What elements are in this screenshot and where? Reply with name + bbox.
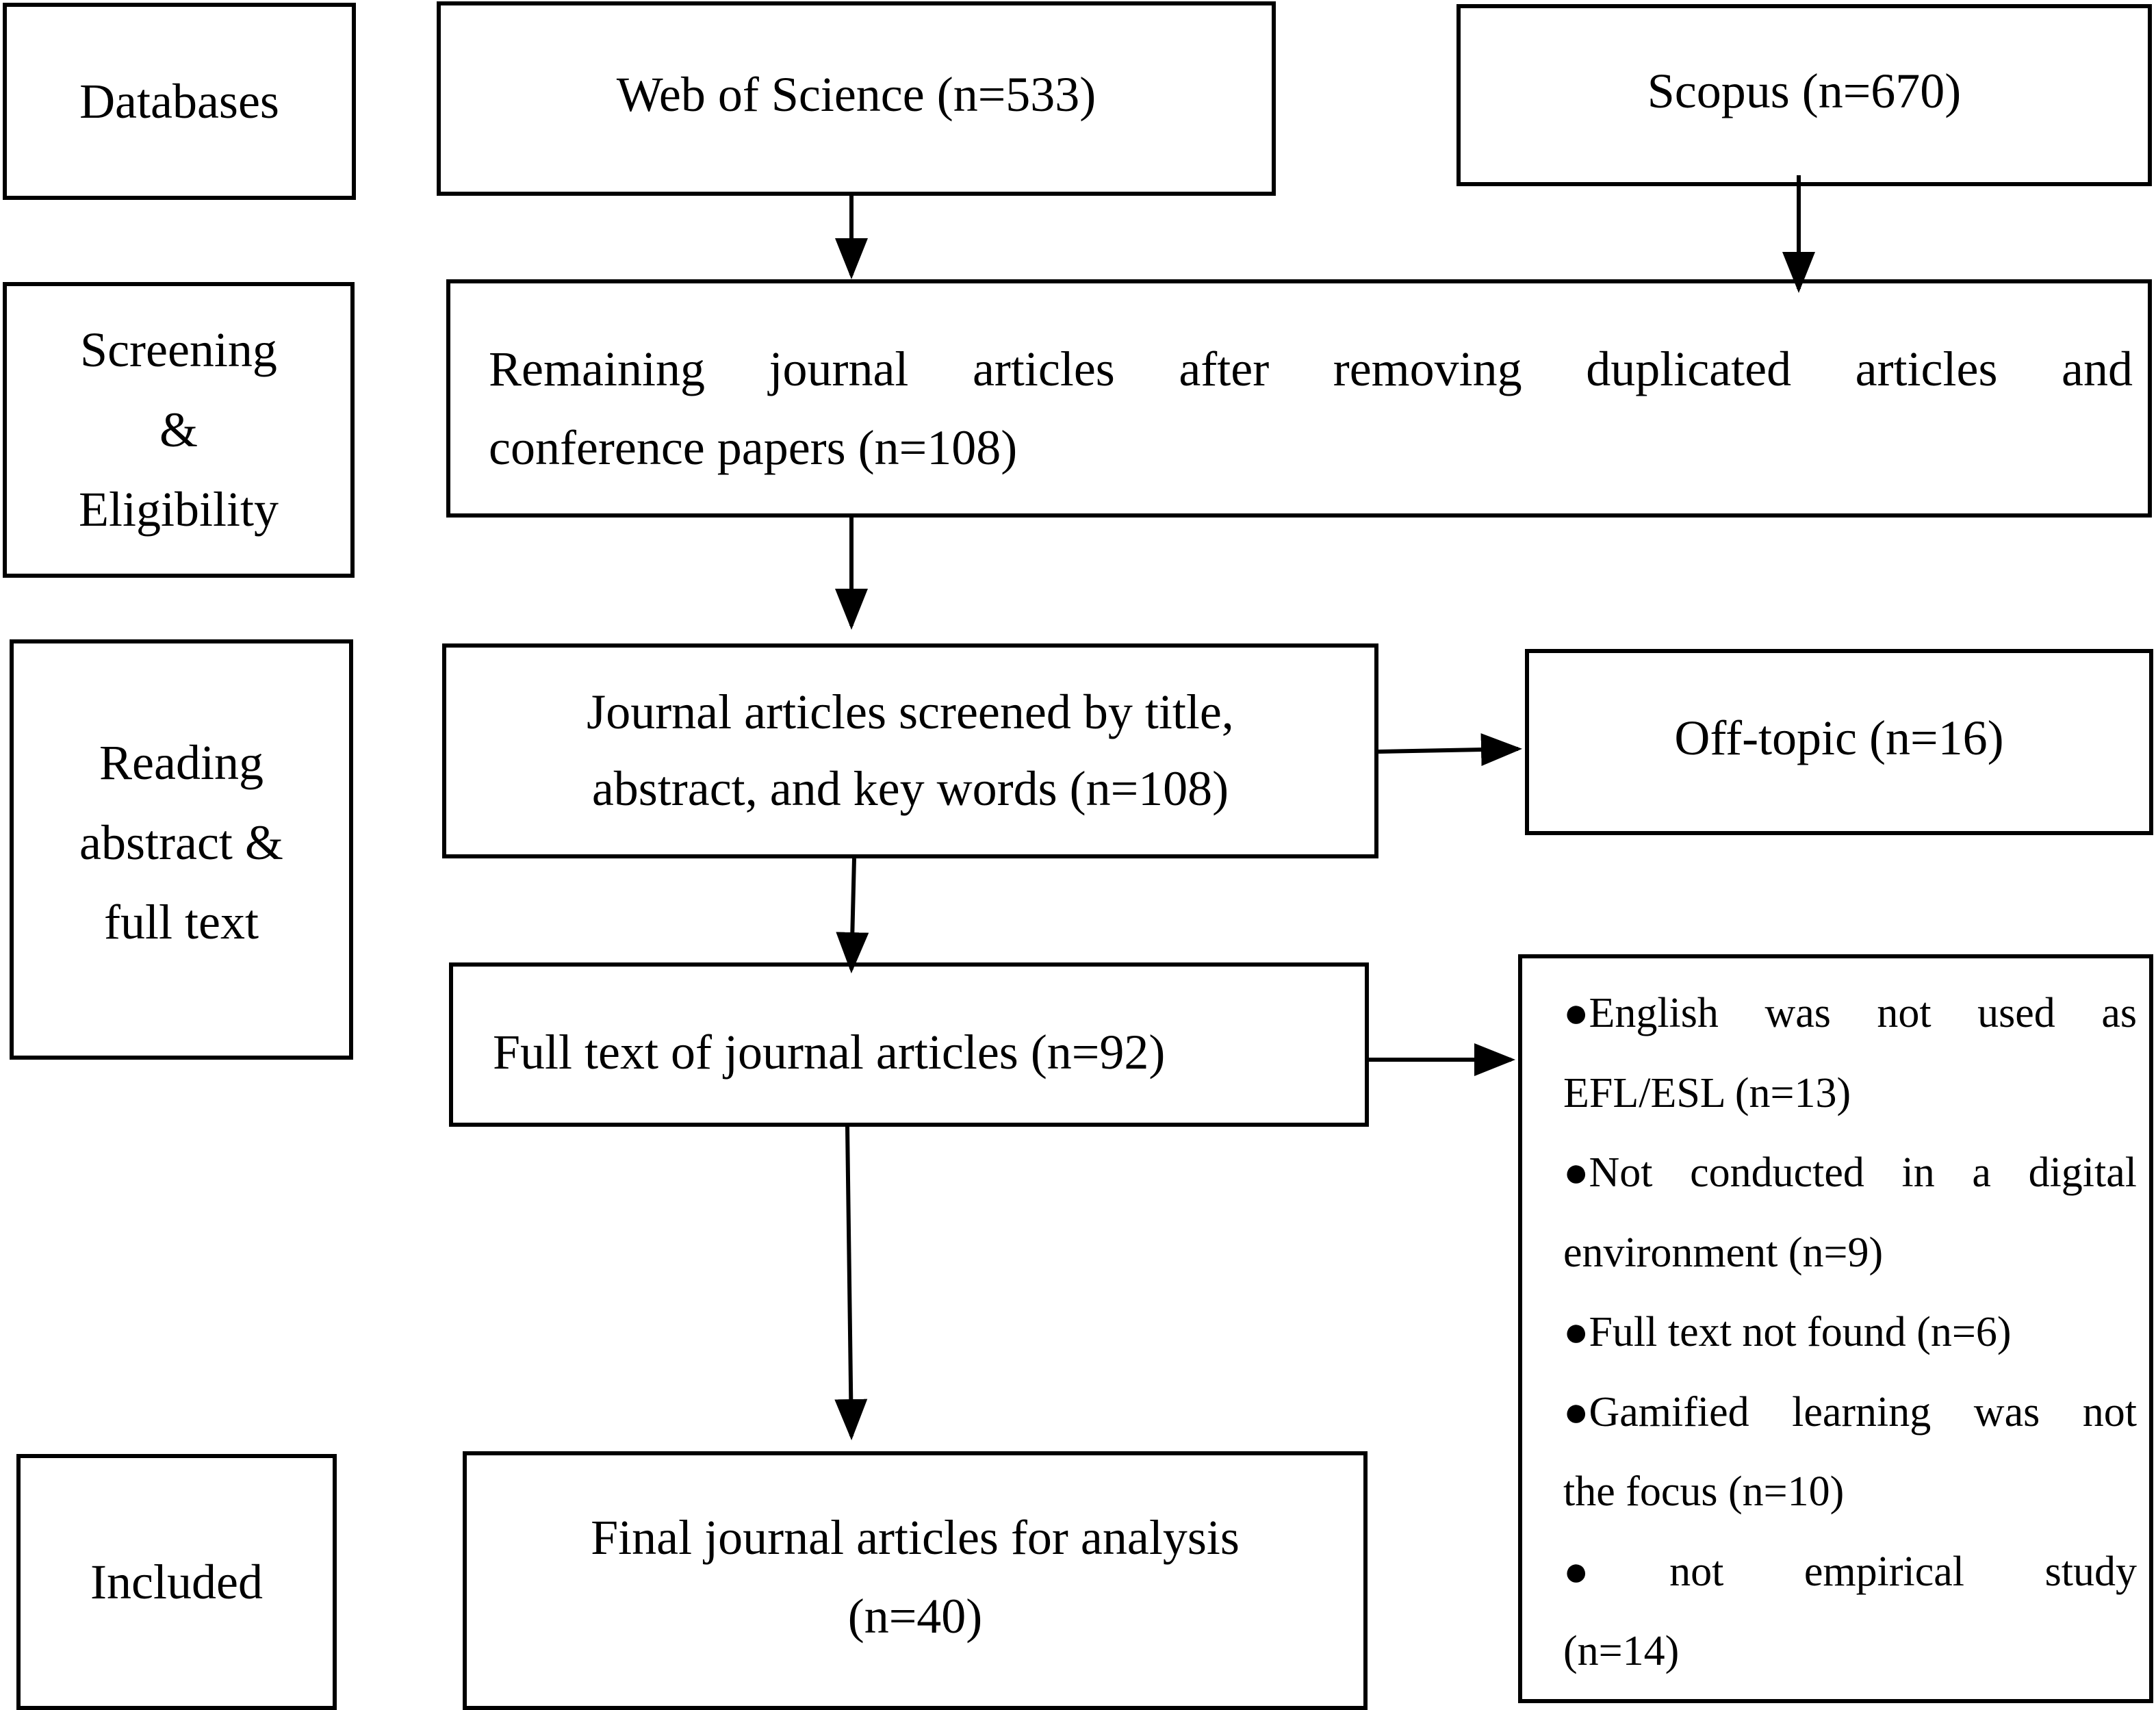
arrow-screened-to-fulltext xyxy=(836,858,869,973)
box-remaining-articles: Remaining journal articles after removin… xyxy=(446,279,2152,518)
exclusion-line-9: (n=14) xyxy=(1563,1628,1680,1674)
box-final-line-2: (n=40) xyxy=(847,1589,983,1644)
stage-reading: Reading abstract & full text xyxy=(10,639,353,1060)
box-off-topic: Off-topic (n=16) xyxy=(1525,649,2153,835)
box-screened-articles: Journal articles screened by title, abst… xyxy=(442,643,1378,858)
stage-included-label: Included xyxy=(90,1554,263,1609)
box-exclusion-reasons: ●English was not used as EFL/ESL (n=13) … xyxy=(1518,954,2153,1703)
stage-screening-line-3: Eligibility xyxy=(78,482,279,537)
exclusion-line-6: ●Gamified learning was not xyxy=(1563,1388,2137,1435)
box-off-topic-text: Off-topic (n=16) xyxy=(1674,711,2004,766)
stage-screening-line-1: Screening xyxy=(80,322,277,378)
box-scopus: Scopus (n=670) xyxy=(1456,4,2152,186)
box-remaining-line-2: conference papers (n=108) xyxy=(489,420,1018,476)
stage-databases: Databases xyxy=(3,3,356,200)
stage-reading-line-3: full text xyxy=(104,895,259,950)
box-full-text: Full text of journal articles (n=92) xyxy=(449,962,1369,1127)
stage-reading-line-2: abstract & xyxy=(79,815,283,870)
arrow-fulltext-to-final xyxy=(834,1126,868,1440)
exclusion-line-1: ●English was not used as xyxy=(1563,990,2137,1036)
box-final-line-1: Final journal articles for analysis xyxy=(591,1509,1240,1565)
stage-reading-line-1: Reading xyxy=(99,735,264,791)
stage-databases-label: Databases xyxy=(79,73,279,129)
box-remaining-line-1: Remaining journal articles after removin… xyxy=(489,342,2133,396)
box-full-text-text: Full text of journal articles (n=92) xyxy=(493,1025,1166,1080)
exclusion-line-5: ●Full text not found (n=6) xyxy=(1563,1309,2012,1355)
stage-screening-line-2: & xyxy=(159,402,198,457)
box-scopus-text: Scopus (n=670) xyxy=(1647,64,1962,119)
exclusion-line-4: environment (n=9) xyxy=(1563,1229,1884,1276)
exclusion-line-2: EFL/ESL (n=13) xyxy=(1563,1069,1851,1116)
arrow-screened-to-offtopic xyxy=(1378,733,1522,767)
box-screened-line-1: Journal articles screened by title, xyxy=(587,685,1234,740)
box-web-of-science: Web of Science (n=533) xyxy=(437,1,1276,196)
stage-included: Included xyxy=(16,1454,337,1710)
exclusion-line-3: ●Not conducted in a digital xyxy=(1563,1149,2137,1196)
exclusion-line-8: ● not empirical study xyxy=(1563,1548,2137,1595)
box-screened-line-2: abstract, and key words (n=108) xyxy=(591,761,1229,816)
exclusion-line-7: the focus (n=10) xyxy=(1563,1468,1845,1515)
stage-screening: Screening & Eligibility xyxy=(3,282,355,578)
box-web-of-science-text: Web of Science (n=533) xyxy=(616,67,1096,123)
box-final-articles: Final journal articles for analysis (n=4… xyxy=(463,1451,1368,1710)
